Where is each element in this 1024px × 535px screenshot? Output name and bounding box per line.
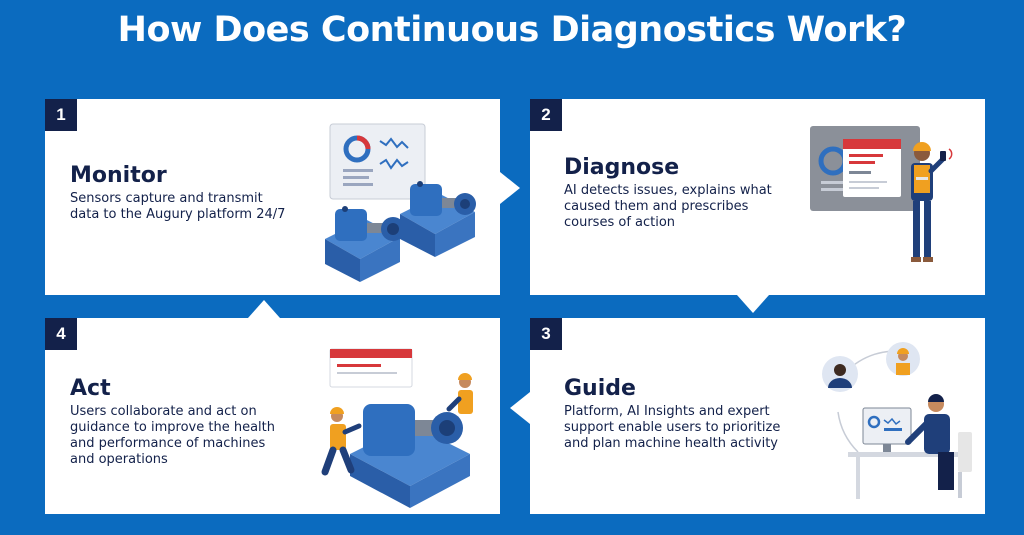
step-number-badge: 1 [45, 99, 77, 131]
machine-dashboard-illustration-icon [325, 123, 476, 282]
desc-line: caused them and prescribes [564, 199, 749, 214]
desc-line: data to the Augury platform 24/7 [70, 207, 286, 222]
step-heading-act: Act [70, 376, 111, 401]
step-number-badge: 3 [530, 318, 562, 350]
connector-arrow-right [500, 172, 520, 204]
step-desc-act: Users collaborate and act on guidance to… [70, 404, 275, 468]
connector-arrow-up [248, 300, 280, 318]
desc-line: Users collaborate and act on [70, 404, 257, 419]
step-number-badge: 4 [45, 318, 77, 350]
desc-line: courses of action [564, 215, 676, 230]
step-desc-monitor: Sensors capture and transmit data to the… [70, 191, 285, 223]
desc-line: AI detects issues, explains what [564, 183, 772, 198]
connector-arrow-left [510, 392, 530, 424]
step-desc-guide: Platform, AI Insights and expert support… [564, 404, 780, 452]
technician-with-alert-screen-illustration-icon [810, 126, 953, 262]
step-heading-monitor: Monitor [70, 163, 167, 188]
page-title: How Does Continuous Diagnostics Work? [117, 10, 907, 50]
step-card-diagnose: 2 Diagnose AI detects issues, explains w… [530, 99, 985, 295]
step-card-guide: 3 Guide Platform, AI Insights and expert… [530, 318, 985, 514]
connector-arrow-down [737, 295, 769, 313]
desc-line: Sensors capture and transmit [70, 191, 263, 206]
step-heading-diagnose: Diagnose [564, 155, 680, 180]
step-number-badge: 2 [530, 99, 562, 131]
desc-line: support enable users to prioritize [564, 420, 781, 435]
desc-line: and performance of machines [70, 436, 266, 451]
desc-line: and operations [70, 452, 168, 467]
step-desc-diagnose: AI detects issues, explains what caused … [564, 183, 772, 231]
desc-line: guidance to improve the health [70, 420, 276, 435]
desc-line: and plan machine health activity [564, 436, 778, 451]
remote-experts-desk-illustration-icon [822, 342, 972, 499]
step-card-act: 4 Act Users collaborate and act on guida… [45, 318, 500, 514]
desc-line: Platform, AI Insights and expert [564, 404, 770, 419]
technicians-repairing-machine-illustration-icon [321, 348, 473, 508]
step-card-monitor: 1 Monitor Sensors capture and transmit d… [45, 99, 500, 295]
step-heading-guide: Guide [564, 376, 636, 401]
